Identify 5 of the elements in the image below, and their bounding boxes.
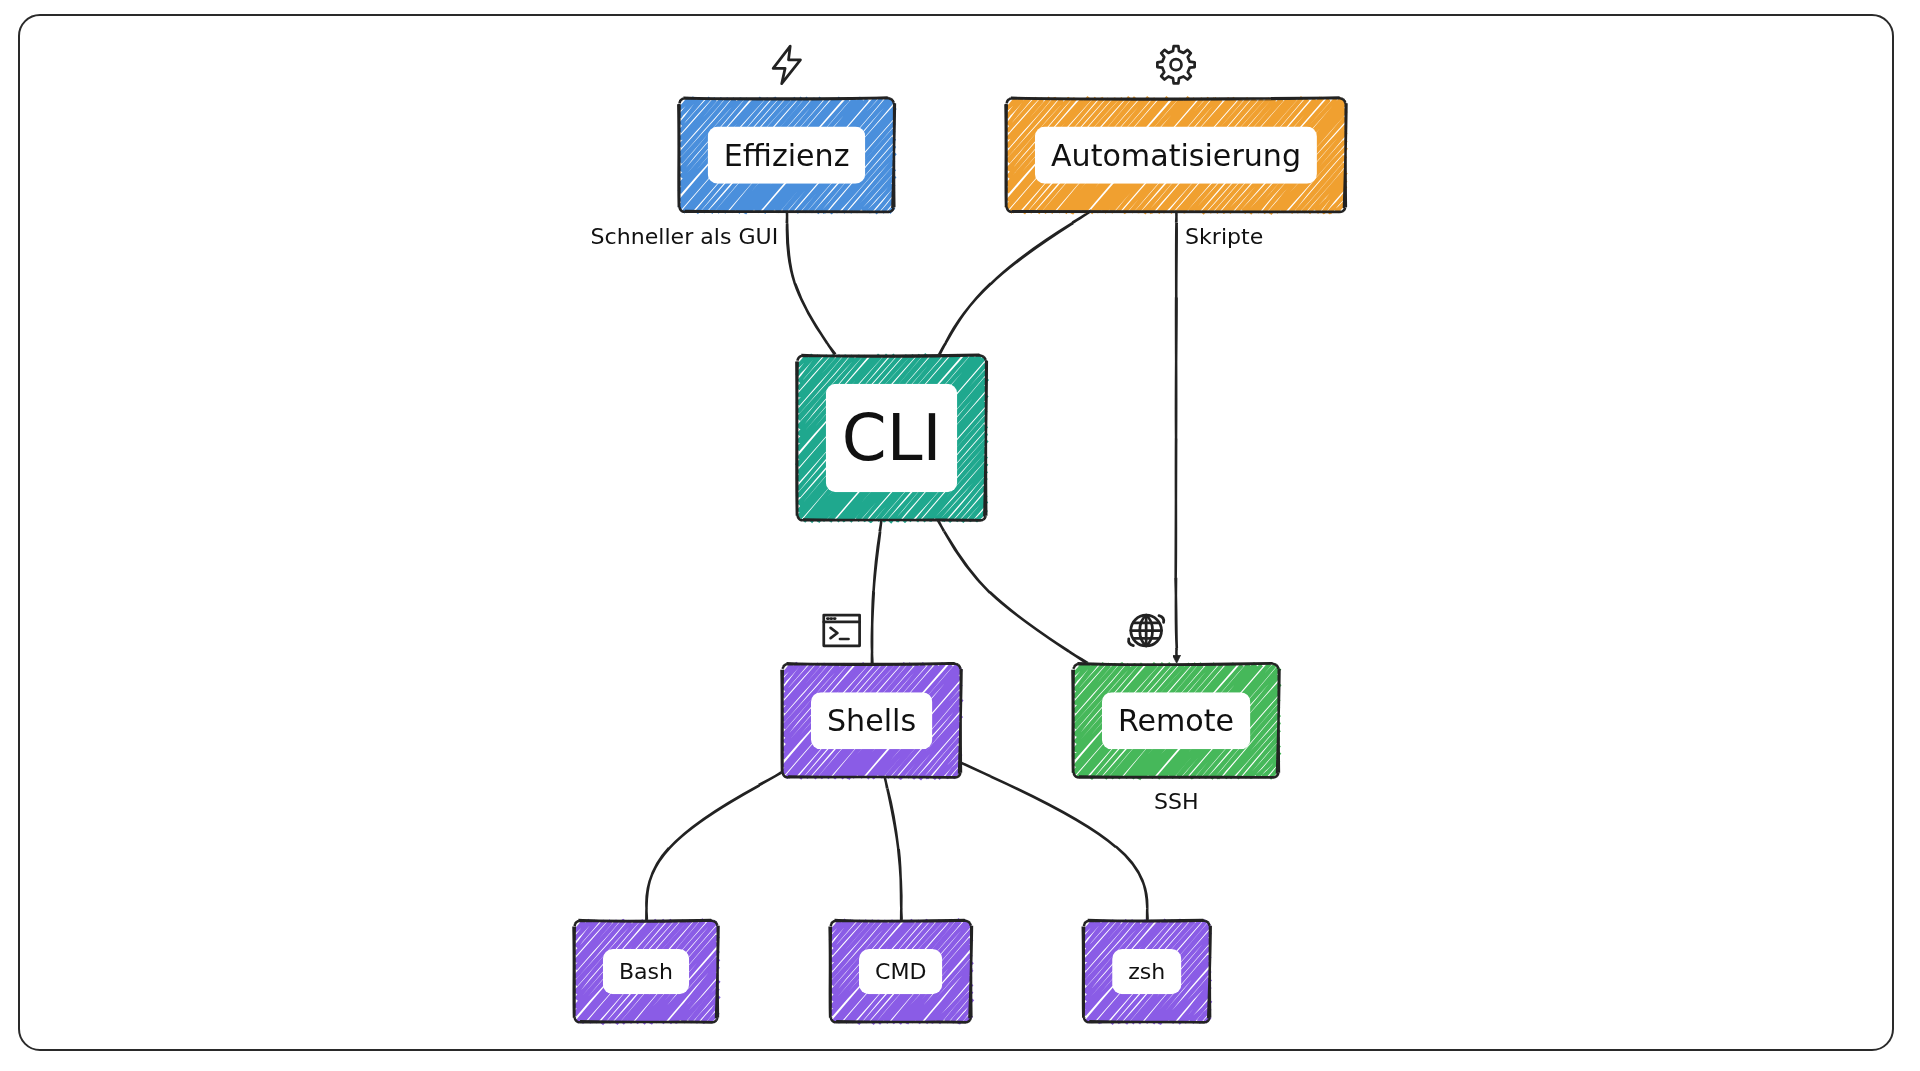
connector — [883, 775, 903, 922]
node-caption: Skripte — [1185, 224, 1264, 250]
connector — [645, 770, 783, 922]
node-caption: SSH — [1153, 789, 1199, 815]
node-caption: Schneller als GUI — [590, 223, 779, 249]
